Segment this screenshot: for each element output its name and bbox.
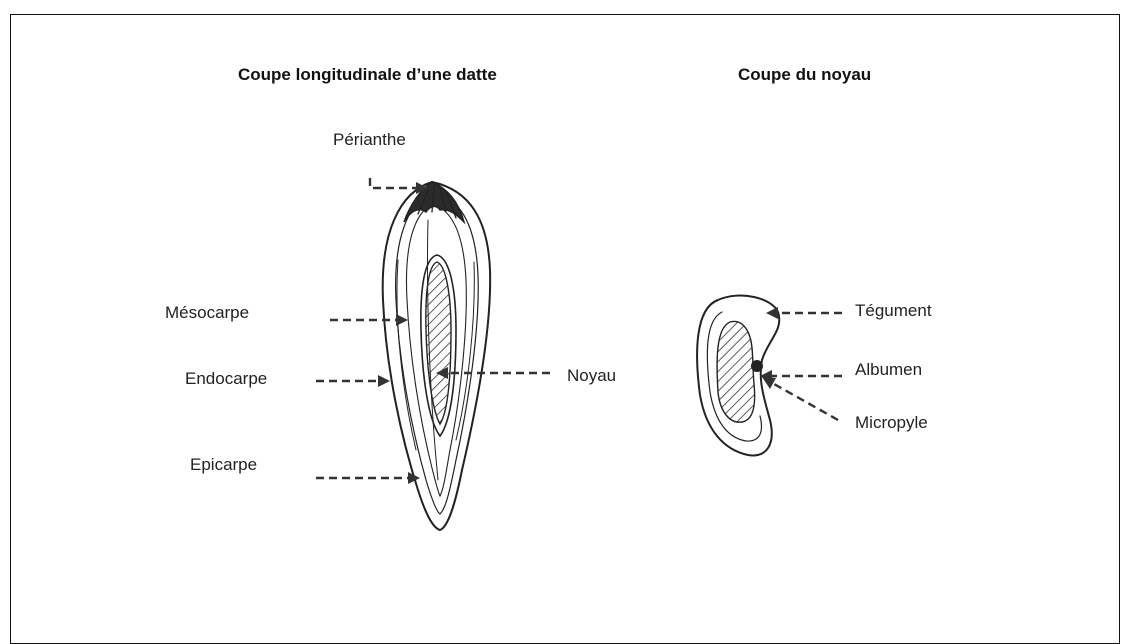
label-endocarpe: Endocarpe [185, 369, 267, 388]
label-tegument: Tégument [855, 301, 932, 320]
label-epicarpe: Epicarpe [190, 455, 257, 474]
arrowhead [762, 377, 776, 389]
pit-leader-arrows [760, 307, 842, 420]
pit-shape [426, 262, 451, 424]
date-section-title: Coupe longitudinale d’une datte [238, 65, 497, 84]
micropyle-dot [751, 360, 763, 372]
arrowhead [378, 375, 390, 387]
label-mesocarpe: Mésocarpe [165, 303, 249, 322]
arrowhead [766, 307, 778, 319]
albumen-shape [717, 321, 755, 422]
label-albumen: Albumen [855, 360, 922, 379]
arrow-micropyle [774, 384, 838, 420]
label-micropyle: Micropyle [855, 413, 928, 432]
label-noyau: Noyau [567, 366, 616, 385]
arrow-perianthe [370, 178, 418, 188]
label-perianthe: Périanthe [333, 130, 406, 149]
arrowhead [396, 314, 408, 326]
pit-section-title: Coupe du noyau [738, 65, 871, 84]
